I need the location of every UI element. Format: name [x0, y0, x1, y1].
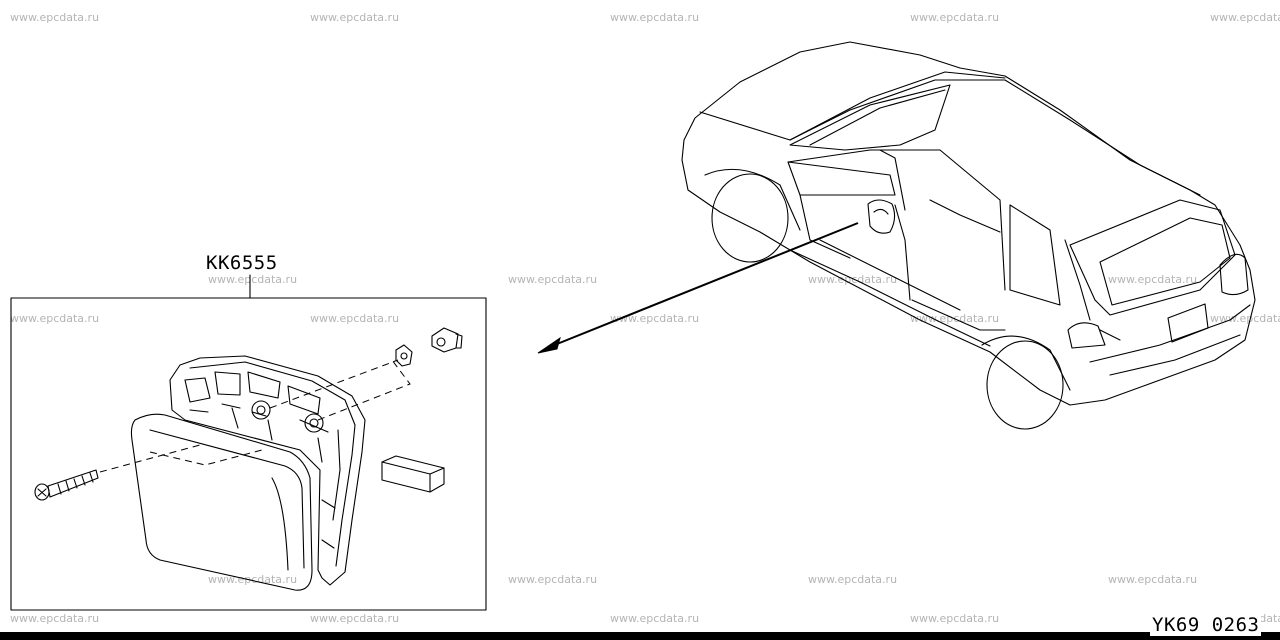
part-number-label: KK6555: [206, 252, 278, 274]
mounting-screw-icon: [34, 469, 99, 501]
watermark-text: www.epcdata.ru: [1210, 312, 1280, 325]
clip-nut-icon: [395, 344, 413, 367]
watermark-text: www.epcdata.ru: [1108, 273, 1198, 286]
watermark-text: www.epcdata.ru: [310, 312, 400, 325]
watermark-text: www.epcdata.ru: [808, 273, 898, 286]
foam-pad-icon: [381, 455, 445, 493]
watermark-text: www.epcdata.ru: [910, 11, 1000, 24]
bulb-socket-icon: [431, 327, 463, 353]
watermark-text: www.epcdata.ru: [10, 612, 100, 625]
watermark-text: www.epcdata.ru: [208, 273, 298, 286]
diagram-code-label: YK69 0263: [1150, 614, 1262, 636]
assembly-line-lens: [149, 449, 263, 466]
bottom-border-bar: [0, 632, 1280, 640]
watermark-text: www.epcdata.ru: [208, 573, 298, 586]
watermark-text: www.epcdata.ru: [310, 612, 400, 625]
callout-frame: [10, 297, 487, 611]
pointer-arrow: [537, 222, 859, 354]
watermark-text: www.epcdata.ru: [808, 573, 898, 586]
watermark-text: www.epcdata.ru: [10, 312, 100, 325]
lamp-assembly-icon: [130, 355, 366, 591]
watermark-text: www.epcdata.ru: [610, 612, 700, 625]
watermark-text: www.epcdata.ru: [1108, 573, 1198, 586]
watermark-text: www.epcdata.ru: [10, 11, 100, 24]
watermark-text: www.epcdata.ru: [508, 573, 598, 586]
watermark-text: www.epcdata.ru: [1210, 11, 1280, 24]
watermark-text: www.epcdata.ru: [910, 612, 1000, 625]
assembly-line-screw: [99, 444, 201, 473]
watermark-text: www.epcdata.ru: [610, 11, 700, 24]
assembly-line-nut-bottom: [317, 359, 411, 421]
watermark-text: www.epcdata.ru: [610, 312, 700, 325]
watermark-text: www.epcdata.ru: [310, 11, 400, 24]
assembly-line-nut-top: [269, 359, 399, 409]
vehicle-icon: [681, 41, 1256, 430]
watermark-text: www.epcdata.ru: [508, 273, 598, 286]
